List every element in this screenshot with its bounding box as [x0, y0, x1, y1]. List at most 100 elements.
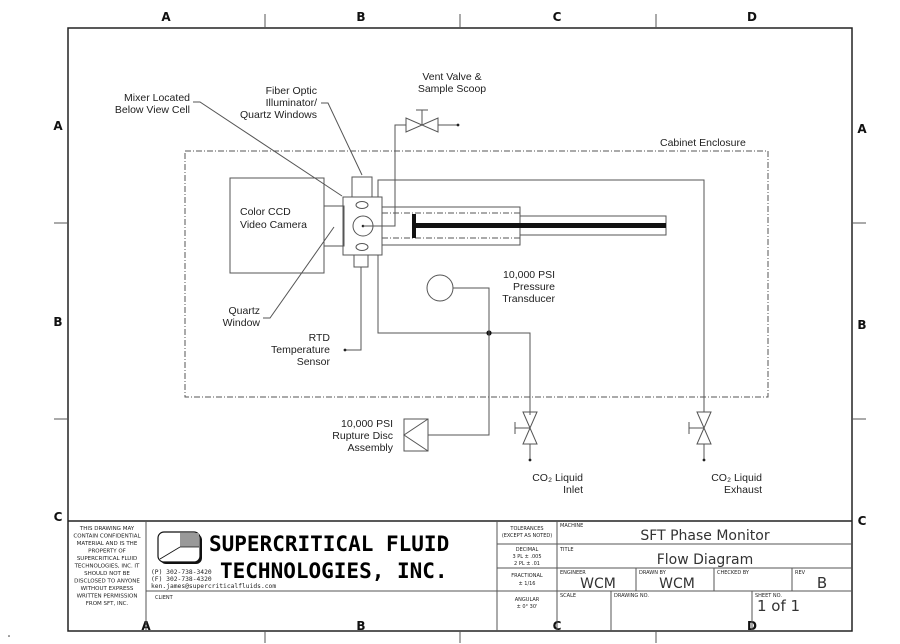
confidential-line: SHOULD NOT BE — [84, 571, 130, 577]
mixer-housing — [353, 254, 369, 268]
rtd-label-3: Sensor — [297, 356, 331, 368]
co2-inlet-label-1: CO₂ Liquid — [532, 472, 583, 484]
confidential-line: DISCLOSED TO ANYONE — [74, 579, 140, 585]
title-block: THIS DRAWING MAY CONTAIN CONFIDENTIAL MA… — [68, 520, 852, 631]
tolerances-note: (EXCEPT AS NOTED) — [502, 533, 552, 539]
rtd-label-2: Temperature — [271, 344, 330, 356]
rupture-disc — [403, 418, 429, 452]
rev-label: REV — [795, 570, 806, 576]
confidential-line: FROM SFT, INC. — [86, 601, 129, 607]
machine-name: SFT Phase Monitor — [640, 528, 769, 544]
fiber-optic-label-2: Illuminator/ — [266, 97, 317, 109]
rev-value: B — [817, 574, 827, 592]
client-label: CLIENT — [155, 595, 174, 601]
quartz-window-label-1: Quartz — [228, 305, 260, 317]
mixer-label-1: Mixer Located — [124, 92, 190, 104]
fiber-optic-leader — [321, 102, 363, 176]
checked-by-label: CHECKED BY — [717, 570, 750, 576]
quartz-window — [323, 205, 345, 247]
vent-line — [363, 124, 406, 227]
rupture-disc-label-1: 10,000 PSI — [341, 418, 393, 430]
fiber-optic-label-1: Fiber Optic — [266, 85, 317, 97]
pressure-transducer-label-3: Transducer — [502, 293, 555, 305]
confidential-line: WRITTEN PERMISSION — [77, 594, 138, 600]
sheet-no-value: 1 of 1 — [757, 597, 800, 615]
drawing-title: Flow Diagram — [657, 552, 754, 568]
zone-label-bottom: B — [356, 619, 365, 633]
rupture-disc-label-2: Rupture Disc — [332, 430, 393, 442]
vent-outlet-point — [456, 123, 460, 127]
decimal-3pl: 3 PL ± .005 — [512, 554, 541, 560]
zone-label-right: A — [857, 122, 867, 136]
zone-label-top: B — [356, 10, 365, 24]
rupture-disc-symbol — [403, 418, 429, 452]
fiber-optic-label-3: Quartz Windows — [240, 109, 317, 121]
rtd-line — [345, 267, 362, 351]
transducer-line — [428, 287, 490, 436]
process-line — [377, 255, 531, 415]
cabinet-enclosure-label: Cabinet Enclosure — [660, 137, 746, 149]
zone-label-left: A — [53, 119, 63, 133]
inlet-valve-top — [522, 411, 538, 430]
rtd-point — [343, 348, 347, 352]
quartz-window-label-2: Window — [223, 317, 261, 329]
rupture-disc-label-3: Assembly — [347, 442, 393, 454]
company-phone: (P) 302-738-3420 — [151, 569, 212, 576]
co2-inlet-label-2: Inlet — [563, 484, 583, 496]
mixer-label-2: Below View Cell — [115, 104, 190, 116]
pressure-transducer — [426, 274, 454, 302]
drawing-no-label: DRAWING NO. — [614, 593, 649, 599]
quartz-window-top — [355, 201, 369, 209]
quartz-window-bottom — [355, 243, 369, 251]
tolerances-label: TOLERANCES — [509, 526, 543, 532]
zone-label-left: C — [54, 510, 63, 524]
fractional-label: FRACTIONAL — [511, 573, 543, 579]
vent-valve-label-2: Sample Scoop — [418, 83, 486, 95]
decimal-2pl: 2 PL ± .01 — [514, 561, 540, 567]
zone-label-top: D — [747, 10, 757, 24]
zone-label-right: B — [857, 318, 866, 332]
angular-value: ± 0° 30' — [517, 604, 538, 610]
camera-label-2: Video Camera — [240, 219, 307, 231]
angular-label: ANGULAR — [515, 597, 540, 603]
vent-valve-right — [420, 117, 439, 133]
piston-rod — [415, 223, 666, 228]
confidential-line: MATERIAL AND IS THE — [77, 541, 138, 547]
company-name-line-2: TECHNOLOGIES, INC. — [220, 559, 448, 583]
stray-mark — [8, 635, 10, 637]
confidential-line: PROPERTY OF — [88, 549, 126, 555]
inlet-valve-bottom — [522, 426, 538, 445]
zone-label-top: C — [553, 10, 562, 24]
decimal-label: DECIMAL — [516, 547, 539, 553]
logo-line — [159, 546, 181, 560]
confidential-line: TECHNOLOGIES, INC. IT — [74, 564, 140, 570]
zone-label-top: A — [161, 10, 171, 24]
company-fax: (F) 302-738-4320 — [151, 576, 212, 583]
engineer-value: WCM — [580, 576, 616, 592]
cabinet-enclosure — [184, 150, 769, 398]
machine-label: MACHINE — [560, 523, 583, 529]
confidential-line: CONTAIN CONFIDENTIAL — [73, 534, 141, 540]
fractional-value: ± 1/16 — [518, 581, 535, 587]
mixer-leader — [193, 101, 343, 197]
outer-line — [377, 179, 705, 395]
camera-label-1: Color CCD — [240, 206, 291, 218]
drawn-by-value: WCM — [659, 576, 695, 592]
piston-head — [412, 214, 416, 238]
company-logo — [157, 531, 202, 564]
confidential-line: WITHOUT EXPRESS — [81, 586, 134, 592]
quartz-window-leader — [263, 226, 335, 319]
co2-exhaust-label-2: Exhaust — [724, 484, 762, 496]
vent-valve-left — [405, 117, 424, 133]
confidential-line: SUPERCRITICAL FLUID — [77, 556, 137, 562]
engineer-label: ENGINEER — [560, 570, 586, 576]
co2-exhaust-label-1: CO₂ Liquid — [711, 472, 762, 484]
inlet-point — [528, 458, 532, 462]
fiber-optic-illuminator-top — [351, 176, 373, 198]
pressure-transducer-label-1: 10,000 PSI — [503, 269, 555, 281]
confidential-line: THIS DRAWING MAY — [79, 526, 135, 532]
zone-label-left: B — [53, 315, 62, 329]
pressure-transducer-label-2: Pressure — [513, 281, 555, 293]
vent-valve-label-1: Vent Valve & — [422, 71, 481, 83]
